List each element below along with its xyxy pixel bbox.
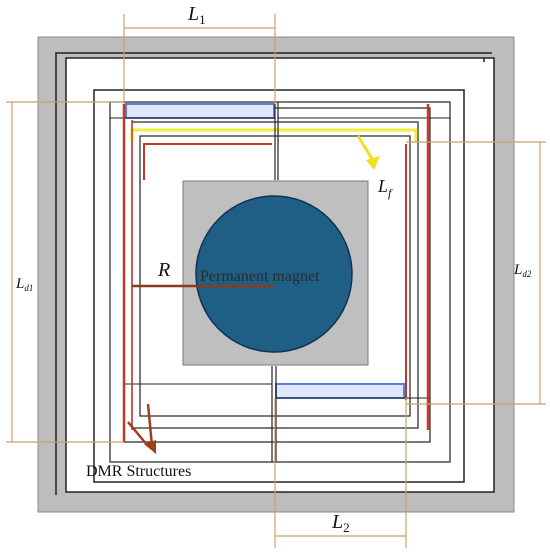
label-lf: Lf	[377, 176, 393, 200]
label-lf-sub: f	[388, 186, 393, 200]
lf-arrow	[356, 135, 376, 163]
blue-strip-bottom	[275, 383, 405, 399]
blue-strip-top	[125, 103, 275, 119]
label-dmr-structures: DMR Structures	[86, 463, 191, 480]
label-ld2: Ld2	[513, 262, 532, 279]
label-l2-sub: 2	[343, 520, 350, 535]
label-permanent-magnet: Permanent magnet	[200, 268, 320, 285]
ring-1	[93, 89, 465, 483]
lf-arrowhead	[366, 156, 380, 170]
dmr-arrow-2	[146, 403, 154, 447]
label-ld1: Ld1	[15, 276, 33, 293]
outer-frame-edge	[55, 52, 492, 495]
dmr-arrow-1	[127, 421, 149, 447]
label-ld1-sub: d1	[24, 283, 33, 293]
ring-2	[109, 101, 451, 463]
label-l2: L2	[331, 511, 350, 535]
label-l1: L1	[187, 3, 206, 27]
dmr-arrowhead	[144, 440, 156, 454]
label-r: R	[157, 259, 170, 281]
permanent-magnet	[195, 195, 353, 353]
dmr-red-top	[143, 143, 272, 180]
label-ld2-sub: d2	[522, 269, 532, 279]
label-l1-sub: 1	[199, 12, 206, 27]
